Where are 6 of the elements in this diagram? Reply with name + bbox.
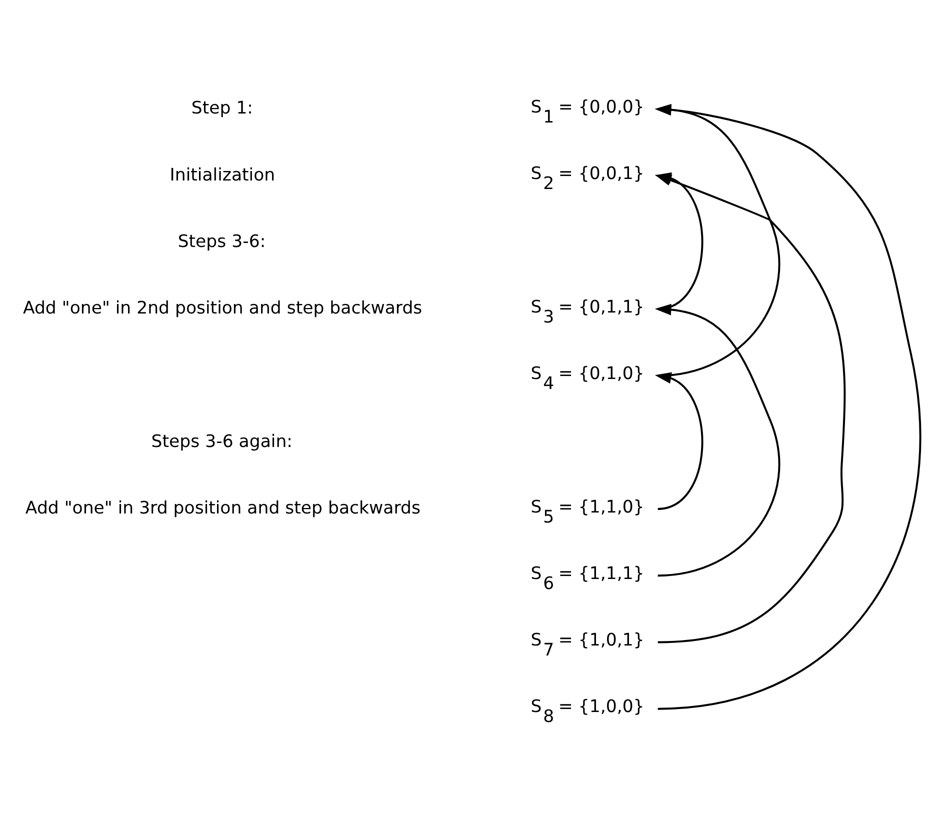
label: Add "one" in 3rd position and step backwards xyxy=(25,498,420,519)
label: Steps 3-6: xyxy=(178,232,266,252)
label: Initialization xyxy=(170,165,276,186)
label: Step 1: xyxy=(191,98,254,119)
label: Add "one" in 2nd position and step backwards xyxy=(22,298,422,319)
label: Steps 3-6 again: xyxy=(151,432,292,452)
